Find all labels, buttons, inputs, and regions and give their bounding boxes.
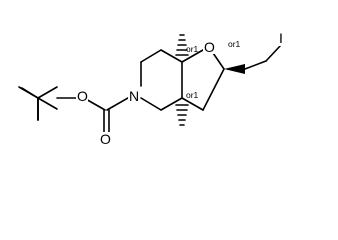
ring-bond-c7a-o [181,49,204,63]
carbonyl-oxygen-bg [99,132,111,147]
iodomethyl-wedge [224,64,245,74]
iodine-bg [278,31,286,46]
ring-bond-c3a-c4 [160,97,183,111]
ch2-to-iodine [265,44,282,62]
ring-bond-c2-c3 [202,68,225,111]
iodomethyl-bond [244,60,267,70]
ester-oxygen-label: O [77,88,88,104]
iodine-label: I [279,30,283,46]
ring-bond-c6-c7 [140,49,162,63]
ring-oxygen-label: O [204,39,215,55]
ring-bond-c4-n [140,97,162,111]
tbutyl-bond-2 [37,86,58,99]
stereo-c7a-label: or1 [186,44,199,54]
nitrogen-bg [128,89,140,104]
stereo-c2-label: or1 [228,39,241,49]
ring-bond-c3-c3a [181,97,204,111]
stereo-c3a-label: or1 [186,90,199,100]
methyl-bond-2 [37,97,58,110]
ester-oxygen-bg [76,89,88,104]
structure-canvas: O O N O I or1 or1 or1 [18,30,286,147]
carbonyl-oxygen-label: O [100,131,111,147]
ring-bond-c7-c7a [160,49,183,63]
carbonyl-to-nitrogen [106,97,129,111]
ring-oxygen-bg [203,39,215,54]
molecule-structure: O O N O I or1 or1 or1 [18,30,286,147]
nitrogen-label: N [129,88,139,104]
methyl-bond-1 [21,87,39,99]
